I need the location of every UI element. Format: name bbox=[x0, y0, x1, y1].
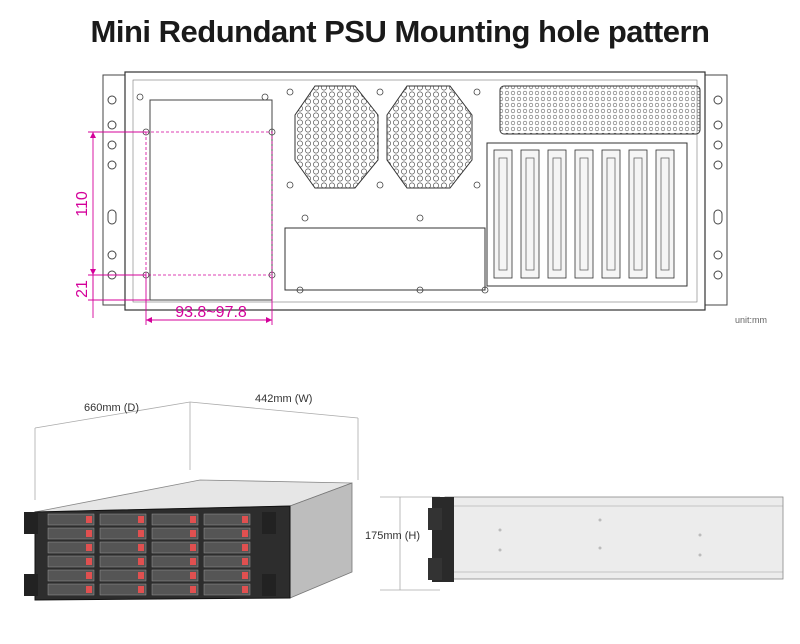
drive-bay-tray bbox=[99, 513, 147, 526]
drive-bay-latch bbox=[242, 586, 248, 593]
drive-bay-latch bbox=[242, 572, 248, 579]
drive-bay-latch bbox=[242, 530, 248, 537]
drive-bay-tray bbox=[151, 527, 199, 540]
rear-panel-drawing bbox=[88, 71, 728, 325]
rear-panel-outline bbox=[124, 71, 706, 311]
drive-bay-tray bbox=[203, 541, 251, 554]
drive-bay-latch bbox=[138, 586, 144, 593]
pci-slot-vent bbox=[660, 157, 670, 271]
drive-bay-tray bbox=[47, 513, 95, 526]
drive-bay-latch bbox=[138, 572, 144, 579]
pci-slot-vent bbox=[606, 157, 616, 271]
drive-bay-tray bbox=[203, 513, 251, 526]
drive-bay-latch bbox=[190, 586, 196, 593]
drive-bay-tray bbox=[99, 569, 147, 582]
pci-slot-vent bbox=[579, 157, 589, 271]
drive-bay-latch bbox=[138, 544, 144, 551]
pci-slot-cover bbox=[520, 149, 540, 279]
pci-slot-cover bbox=[601, 149, 621, 279]
right-handle bbox=[262, 512, 276, 534]
drive-bay-tray bbox=[99, 583, 147, 596]
pci-slots bbox=[493, 149, 675, 279]
drive-bay-latch bbox=[86, 516, 92, 523]
drive-bay-latch bbox=[242, 544, 248, 551]
drive-bay-tray bbox=[151, 555, 199, 568]
drive-bays bbox=[47, 513, 251, 596]
side-view-body bbox=[444, 496, 784, 580]
right-handle-lower bbox=[262, 574, 276, 596]
page-title: Mini Redundant PSU Mounting hole pattern bbox=[90, 14, 710, 49]
psu-hole-pattern-outline bbox=[145, 131, 273, 276]
drive-bay-tray bbox=[47, 527, 95, 540]
height-label: 175mm (H) bbox=[365, 530, 421, 542]
psu-cutout bbox=[149, 99, 273, 301]
drive-bay-tray bbox=[203, 569, 251, 582]
fan-vent-1 bbox=[294, 85, 379, 189]
drive-bay-tray bbox=[151, 513, 199, 526]
side-view-handle-top bbox=[428, 508, 442, 530]
pci-slot-cover bbox=[547, 149, 567, 279]
drive-bay-latch bbox=[86, 586, 92, 593]
drive-bay-tray bbox=[151, 583, 199, 596]
pci-slot-cover bbox=[628, 149, 648, 279]
drive-bay-tray bbox=[47, 541, 95, 554]
drive-bay-latch bbox=[190, 516, 196, 523]
pci-slot-cover bbox=[493, 149, 513, 279]
drive-bay-latch bbox=[138, 530, 144, 537]
drive-bay-tray bbox=[203, 527, 251, 540]
drive-bay-latch bbox=[138, 516, 144, 523]
pci-slot-cover bbox=[655, 149, 675, 279]
drive-bay-latch bbox=[190, 544, 196, 551]
pci-slot-area bbox=[486, 142, 688, 287]
drive-bay-tray bbox=[151, 569, 199, 582]
pci-slot-vent bbox=[552, 157, 562, 271]
drive-bay-tray bbox=[151, 541, 199, 554]
drive-bay-latch bbox=[190, 530, 196, 537]
drive-bay-latch bbox=[138, 558, 144, 565]
drive-bay-latch bbox=[86, 530, 92, 537]
drive-bay-tray bbox=[99, 541, 147, 554]
depth-label: 660mm (D) bbox=[84, 402, 140, 414]
pci-slot-vent bbox=[498, 157, 508, 271]
drive-bay-latch bbox=[86, 572, 92, 579]
pci-slot-vent bbox=[633, 157, 643, 271]
drive-bay-latch bbox=[242, 558, 248, 565]
drive-bay-tray bbox=[47, 569, 95, 582]
drive-bay-tray bbox=[99, 527, 147, 540]
drive-bay-tray bbox=[47, 583, 95, 596]
io-cutout bbox=[284, 227, 486, 291]
dim-label-width-range: 93.8~97.8 bbox=[175, 304, 247, 321]
drive-bay-latch bbox=[86, 544, 92, 551]
drive-bay-tray bbox=[203, 583, 251, 596]
drive-bay-latch bbox=[190, 558, 196, 565]
drive-bay-latch bbox=[190, 572, 196, 579]
unit-label: unit:mm bbox=[735, 315, 768, 325]
drive-bay-tray bbox=[47, 555, 95, 568]
drive-bay-tray bbox=[203, 555, 251, 568]
drive-bay-latch bbox=[242, 516, 248, 523]
width-label: 442mm (W) bbox=[255, 393, 313, 405]
drive-bay-tray bbox=[99, 555, 147, 568]
side-view-handle-bottom bbox=[428, 558, 442, 580]
left-handle bbox=[24, 512, 38, 534]
left-handle-lower bbox=[24, 574, 38, 596]
pci-slot-vent bbox=[525, 157, 535, 271]
fan-vent-2 bbox=[386, 85, 473, 189]
drive-bay-latch bbox=[86, 558, 92, 565]
pci-slot-cover bbox=[574, 149, 594, 279]
top-vent-mesh bbox=[499, 85, 701, 135]
